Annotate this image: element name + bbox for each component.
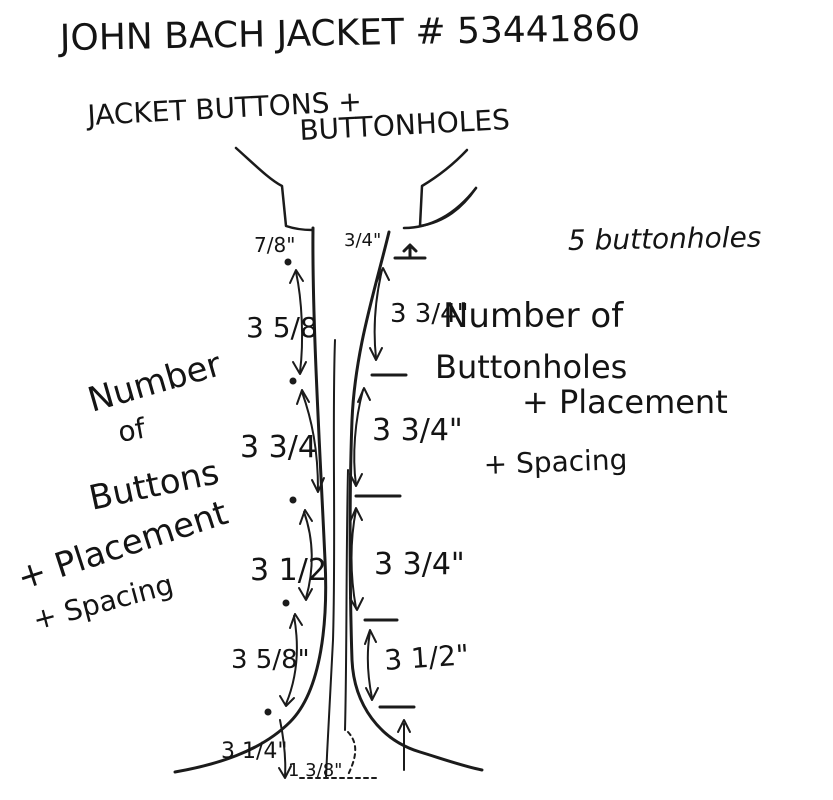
button-dot bbox=[282, 599, 290, 607]
right-label-line-3: + Placement bbox=[522, 383, 728, 421]
bottom-dashed-guides bbox=[299, 731, 381, 779]
left-front-edge bbox=[173, 226, 328, 774]
buttonhole-measurement: 3/4" bbox=[344, 230, 381, 251]
button-measurement: 3 5/8 bbox=[246, 311, 318, 344]
button-measurement: 3 1/2 bbox=[250, 553, 327, 588]
buttonhole-measurement: 3 3/4" bbox=[390, 299, 469, 329]
buttonhole-measurement: 3 3/4" bbox=[374, 547, 465, 582]
buttonhole-marks bbox=[354, 243, 427, 709]
button-measurement: 7/8" bbox=[254, 233, 295, 257]
button-spacing-arrows bbox=[278, 269, 325, 779]
left-collar-outline bbox=[234, 146, 314, 232]
bottom-measurement: 1 3/8" bbox=[288, 760, 342, 781]
buttons bbox=[264, 258, 297, 716]
button-dot bbox=[289, 377, 297, 385]
button-measurement: 3 3/4 bbox=[240, 430, 317, 465]
buttonhole-count-note: 5 buttonholes bbox=[568, 221, 762, 257]
right-label-line-4: + Spacing bbox=[483, 443, 628, 481]
button-measurement: 3 1/4" bbox=[221, 739, 288, 764]
center-seam-right bbox=[344, 469, 349, 731]
button-dot bbox=[284, 258, 292, 266]
right-neck-curve bbox=[402, 186, 478, 230]
right-label-line-2: Buttonholes bbox=[435, 348, 627, 386]
left-label-line-1: Number bbox=[83, 345, 225, 421]
right-label-line-1: Number of bbox=[443, 296, 624, 336]
buttonhole-measurement: 3 1/2" bbox=[383, 638, 470, 677]
page-title: JOHN BACH JACKET # 53441860 bbox=[57, 8, 640, 59]
buttonhole-measurement: 3 3/4" bbox=[372, 413, 463, 448]
buttonhole-spacing-arrows bbox=[349, 267, 411, 771]
button-dot bbox=[264, 708, 272, 716]
left-label-line-2: of bbox=[115, 412, 148, 449]
center-seam-left bbox=[325, 339, 336, 779]
button-measurement: 3 5/8" bbox=[231, 645, 310, 675]
button-dot bbox=[289, 496, 297, 504]
right-front-edge bbox=[348, 230, 484, 772]
